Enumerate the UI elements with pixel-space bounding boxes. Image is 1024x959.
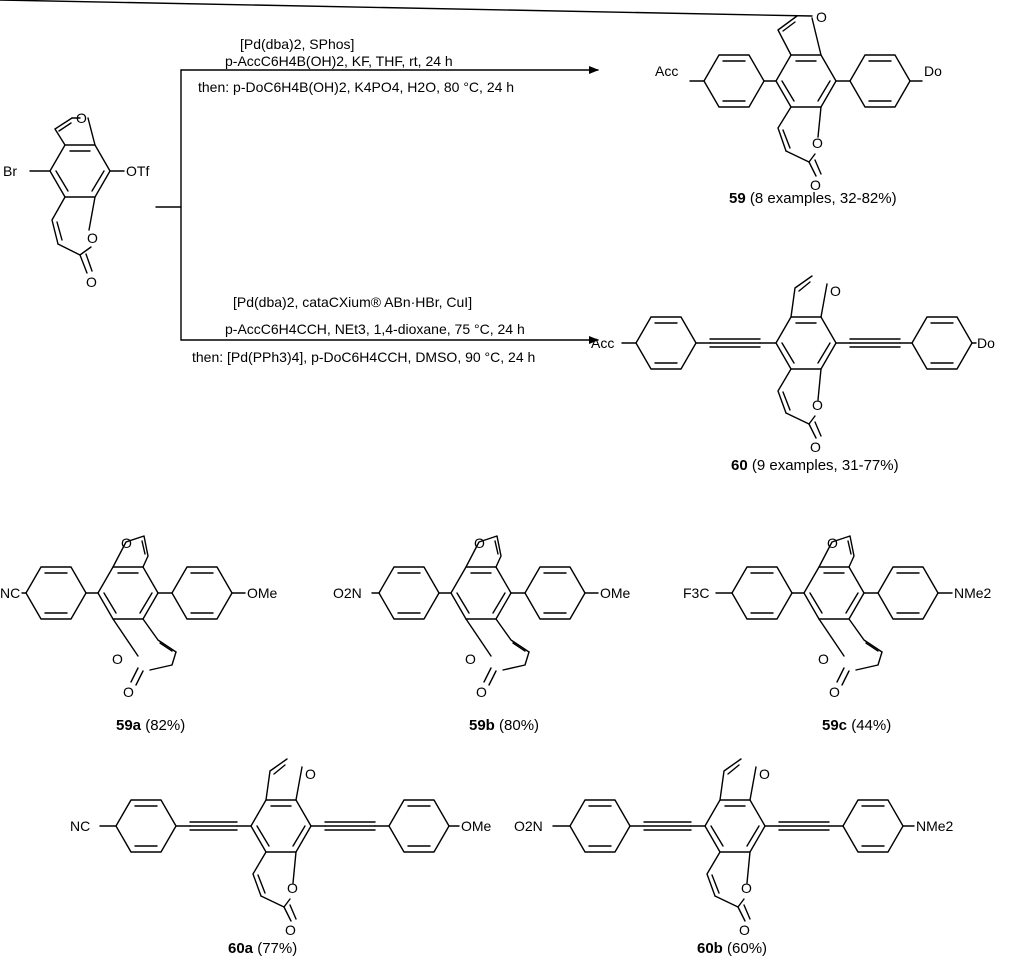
atom-label: OTf [126, 163, 149, 179]
substituent-label: F3C [683, 585, 709, 601]
substituent-label: NMe2 [916, 818, 954, 834]
atom-label: O [285, 922, 296, 938]
substituent-label: OMe [247, 585, 278, 601]
substituent-label: NC [70, 818, 90, 834]
compound-caption: 59b (80%) [469, 717, 539, 734]
atom-label: O [476, 684, 487, 700]
atom-label: O [123, 684, 134, 700]
compound-60b-structure [552, 758, 915, 922]
atom-label: O [305, 766, 316, 782]
product-caption: 59 (8 examples, 32-82%) [729, 190, 897, 207]
acceptor-label: Acc [591, 335, 614, 351]
atom-label: O [829, 684, 840, 700]
substituent-label: OMe [600, 585, 631, 601]
product-59-structure [0, 0, 923, 177]
substituent-label: OMe [461, 818, 492, 834]
substituent-label: O2N [514, 818, 543, 834]
substituent-label: O2N [333, 585, 362, 601]
starting-material [29, 117, 125, 274]
atom-label: O [739, 922, 750, 938]
compound-59a-structure [21, 535, 246, 686]
compound-caption: 60b (60%) [697, 940, 767, 957]
atom-label: O [287, 880, 298, 896]
donor-label: Do [924, 63, 942, 79]
substituent-label: NC [0, 585, 20, 601]
atom-label: O [818, 651, 829, 667]
atom-label: O [827, 535, 838, 551]
atom-label: O [474, 535, 485, 551]
atom-label: O [112, 651, 123, 667]
condition-line: p-AccC6H4B(OH)2, KF, THF, rt, 24 h [225, 53, 453, 69]
condition-line: p-AccC6H4CCH, NEt3, 1,4-dioxane, 75 °C, … [225, 321, 525, 337]
atom-label: O [759, 766, 770, 782]
atom-label: O [465, 651, 476, 667]
atom-label: O [86, 274, 97, 290]
reaction-arrows [155, 66, 599, 344]
atom-label: Br [3, 163, 17, 179]
atom-label: O [816, 9, 827, 25]
atom-label: O [810, 439, 821, 455]
condition-line: then: p-DoC6H4B(OH)2, K4PO4, H2O, 80 °C,… [198, 79, 514, 95]
atom-label: O [812, 135, 823, 151]
compound-60a-structure [99, 758, 460, 922]
donor-label: Do [977, 335, 995, 351]
atom-label: O [812, 397, 823, 413]
atom-label: O [741, 880, 752, 896]
product-60-structure [621, 275, 977, 439]
compound-59c-structure [715, 535, 953, 686]
condition-line: then: [Pd(PPh3)4], p-DoC6H4CCH, DMSO, 90… [192, 349, 535, 365]
product-caption: 60 (9 examples, 31-77%) [731, 457, 899, 474]
compound-caption: 59c (44%) [822, 717, 891, 734]
atom-label: O [830, 283, 841, 299]
compound-caption: 59a (82%) [116, 717, 185, 734]
atom-label: O [76, 110, 87, 126]
atom-label: O [810, 177, 821, 193]
atom-label: O [87, 230, 98, 246]
condition-line: [Pd(dba)2, cataCXium® ABn·HBr, CuI] [233, 294, 472, 310]
compound-caption: 60a (77%) [228, 940, 297, 957]
substituent-label: NMe2 [954, 585, 992, 601]
acceptor-label: Acc [655, 63, 678, 79]
atom-label: O [121, 535, 132, 551]
condition-line: [Pd(dba)2, SPhos] [240, 36, 354, 52]
compound-59b-structure [371, 535, 599, 686]
